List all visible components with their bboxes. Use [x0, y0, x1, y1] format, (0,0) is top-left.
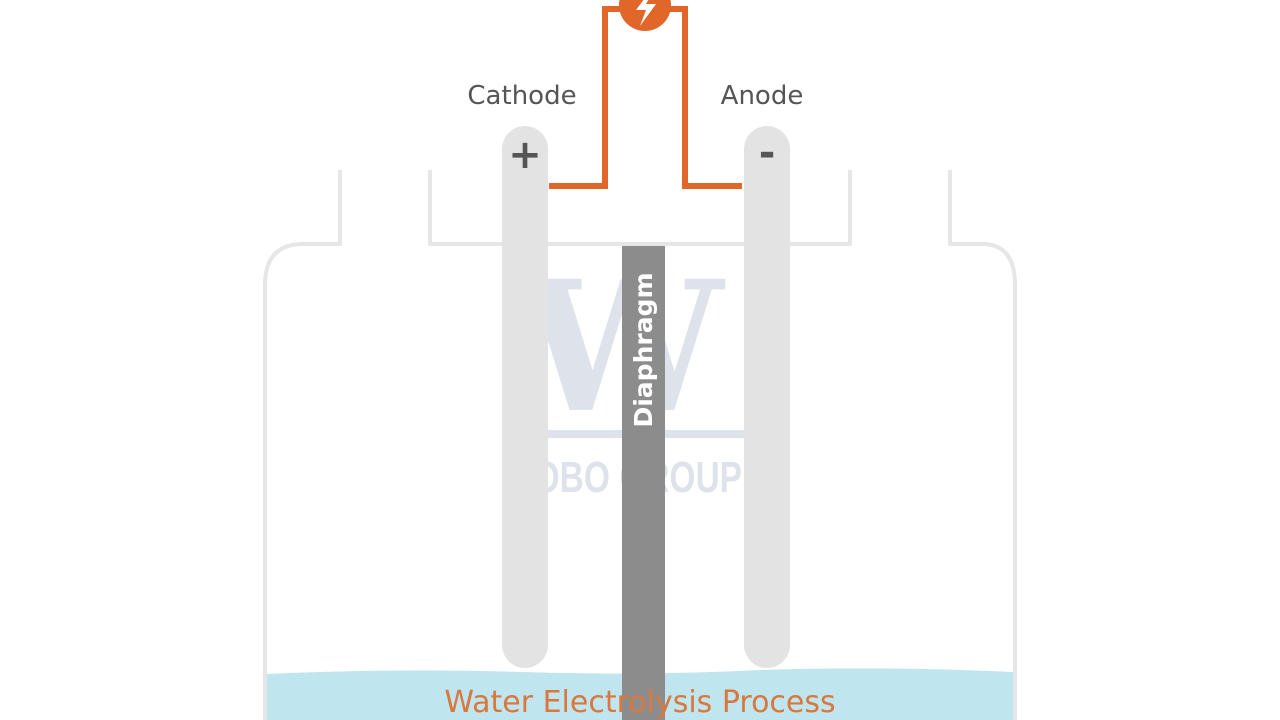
anode-sign: -	[759, 130, 776, 176]
container-outline	[263, 170, 1017, 720]
circuit-wire	[549, 6, 742, 189]
cathode-electrode: +	[502, 126, 548, 668]
caption: Water Electrolysis Process	[444, 685, 835, 720]
lightning-bolt-icon	[619, 0, 671, 31]
anode-electrode: -	[744, 126, 790, 668]
diaphragm: Diaphragm	[622, 246, 665, 720]
cathode-sign: +	[508, 132, 542, 178]
diaphragm-label: Diaphragm	[629, 272, 658, 427]
cathode-label: Cathode	[467, 81, 576, 111]
anode-label: Anode	[721, 81, 804, 111]
